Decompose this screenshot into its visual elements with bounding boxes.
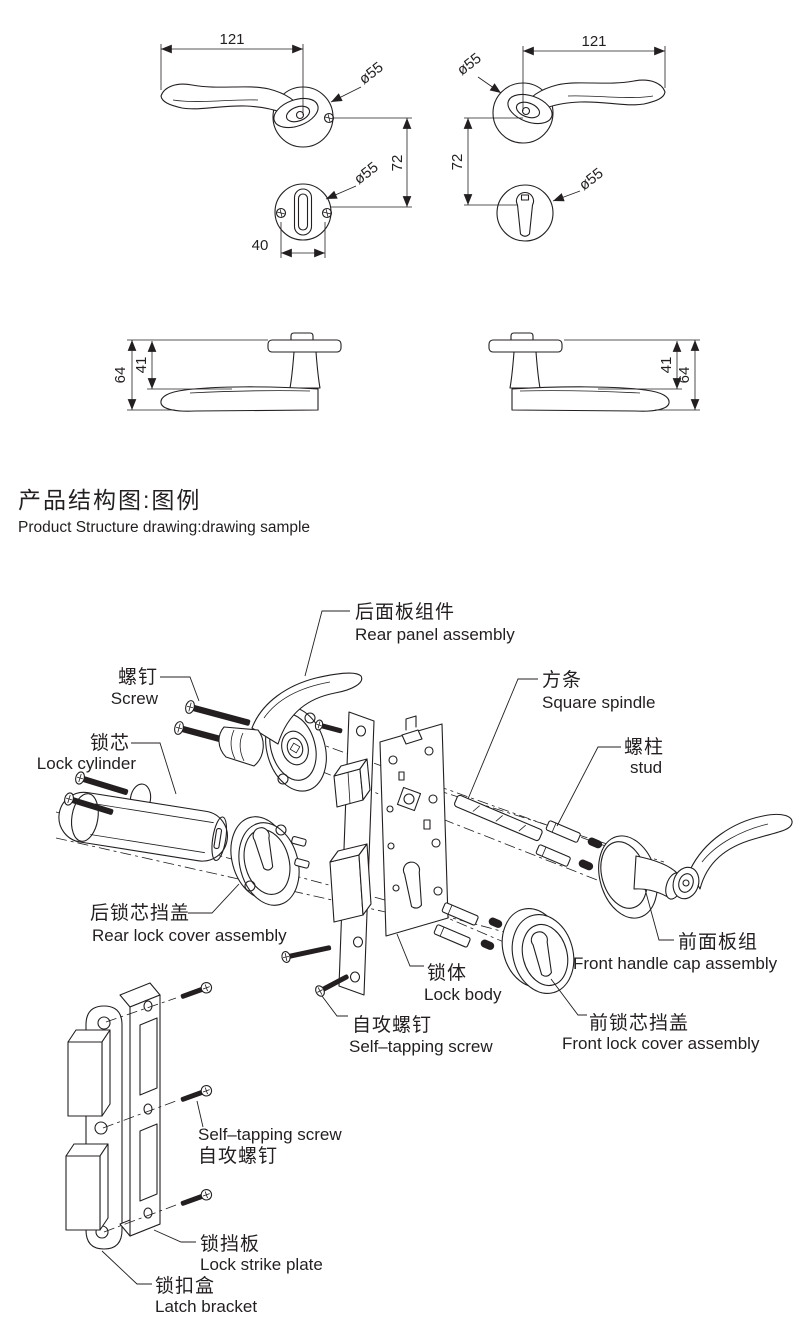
front-view-left: 121 ø55 72 ø55 40 [160, 31, 412, 258]
latch-bracket-part [65, 1005, 123, 1250]
label-screw-en: Screw [111, 689, 159, 708]
label-lock-strike-plate-cn: 锁挡板 [200, 1233, 260, 1255]
label-self-tapping-2-cn: 自攻螺钉 [198, 1145, 278, 1167]
dim-side-total-right: 64 [676, 367, 693, 384]
label-lock-body-en: Lock body [424, 985, 502, 1004]
label-latch-bracket-cn: 锁扣盒 [155, 1275, 215, 1297]
label-self-tapping-2-en: Self–tapping screw [198, 1125, 342, 1144]
label-front-lock-cover-cn: 前锁芯挡盖 [589, 1012, 689, 1034]
dim-side-total-left: 64 [112, 367, 129, 384]
cylinder-screw-2 [64, 792, 114, 815]
dim-centers-left: 72 [389, 155, 406, 172]
dim-centers-right: 72 [449, 154, 466, 171]
strike-screw-1 [180, 982, 213, 999]
label-square-spindle-en: Square spindle [542, 693, 655, 712]
side-view-left: 64 41 [112, 332, 342, 412]
label-latch-bracket-en: Latch bracket [155, 1297, 257, 1316]
label-screw-cn: 螺钉 [118, 666, 158, 688]
dim-rose-dia-left-bottom: ø55 [351, 159, 382, 188]
stud-2 [535, 844, 571, 867]
leader-lines [101, 610, 674, 1285]
dim-screw-spacing: 40 [252, 237, 269, 254]
label-lock-cylinder-en: Lock cylinder [37, 754, 137, 773]
set-screw-2 [578, 859, 594, 871]
label-rear-lock-cover-en: Rear lock cover assembly [92, 926, 287, 945]
stud-4 [433, 924, 471, 948]
label-square-spindle-cn: 方条 [542, 669, 582, 691]
section-title-cn: 产品结构图:图例 [18, 487, 201, 513]
label-rear-panel-cn: 后面板组件 [355, 601, 455, 623]
dim-side-lever-left: 41 [133, 357, 150, 374]
label-rear-lock-cover-cn: 后锁芯挡盖 [90, 902, 190, 924]
stud-3 [441, 902, 479, 926]
front-lock-cover-part [501, 908, 575, 994]
dim-side-lever-right: 41 [658, 357, 675, 374]
rear-lock-cover-part [230, 816, 310, 906]
cylinder-screw-1 [75, 771, 129, 795]
stud-1 [545, 820, 581, 843]
faceplate-screw-top [314, 719, 343, 734]
label-lock-strike-plate-en: Lock strike plate [200, 1255, 323, 1274]
dim-handle-length-left: 121 [219, 31, 244, 48]
strike-screw-2 [180, 1085, 213, 1102]
label-lock-body-cn: 锁体 [427, 962, 467, 984]
lock-strike-plate-part [102, 982, 177, 1237]
faceplate-screw-mid [281, 945, 332, 963]
label-lock-cylinder-cn: 锁芯 [90, 732, 130, 754]
square-spindle-part [454, 794, 543, 842]
dim-rose-dia-right-top: ø55 [454, 50, 485, 79]
side-view-right: 41 64 [488, 332, 700, 412]
strike-screw-3 [180, 1189, 213, 1206]
dim-rose-dia-left-top: ø55 [356, 59, 387, 88]
dim-rose-dia-right-bottom: ø55 [576, 165, 607, 194]
label-stud-cn: 螺柱 [624, 736, 664, 758]
lock-body-part [329, 711, 449, 996]
label-front-handle-cap-en: Front handle cap assembly [573, 954, 778, 973]
set-screw-1 [587, 837, 603, 849]
set-screw-3 [488, 917, 503, 928]
lock-cylinder-part [58, 783, 228, 862]
exploded-view: 后面板组件 Rear panel assembly 螺钉 Screw 锁芯 Lo… [37, 601, 793, 1316]
label-self-tapping-1-cn: 自攻螺钉 [352, 1014, 432, 1036]
set-screw-4 [480, 939, 495, 950]
front-view-right: 121 ø55 72 ø55 [449, 33, 666, 242]
label-stud-en: stud [630, 758, 662, 777]
front-handle-cap-part [598, 813, 793, 919]
dim-handle-length-right: 121 [581, 33, 606, 50]
label-self-tapping-1-en: Self–tapping screw [349, 1037, 493, 1056]
rear-panel-assembly-part [218, 672, 363, 792]
faceplate-screw-bottom [315, 974, 349, 997]
label-front-lock-cover-en: Front lock cover assembly [562, 1034, 760, 1053]
label-rear-panel-en: Rear panel assembly [355, 625, 515, 644]
handle-screw-1 [185, 700, 251, 726]
section-title-en: Product Structure drawing:drawing sample [18, 519, 310, 536]
label-front-handle-cap-cn: 前面板组 [678, 931, 758, 953]
